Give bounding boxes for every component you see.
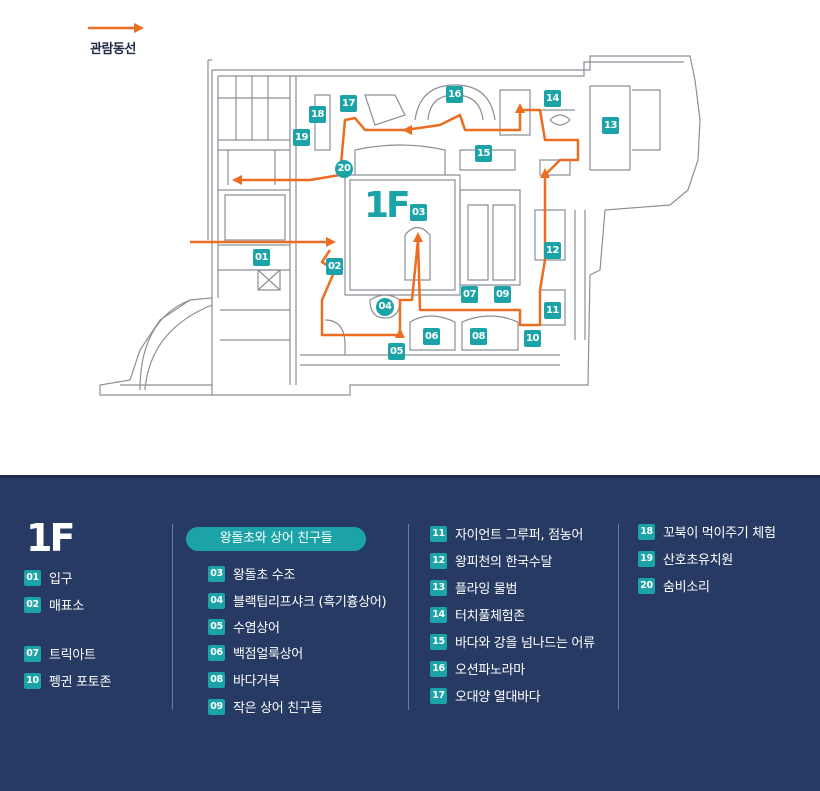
map-marker-16[interactable]: 16 xyxy=(446,86,463,103)
map-marker-13[interactable]: 13 xyxy=(602,117,619,134)
column-divider xyxy=(408,524,409,710)
column-divider xyxy=(618,524,619,710)
route-legend-label: 관람동선 xyxy=(90,42,136,57)
map-marker-01[interactable]: 01 xyxy=(253,249,270,266)
map-floor-label: 1F xyxy=(364,185,411,226)
column-divider xyxy=(172,524,173,710)
map-marker-20[interactable]: 20 xyxy=(335,160,353,178)
map-marker-04[interactable]: 04 xyxy=(376,298,394,316)
map-marker-18[interactable]: 18 xyxy=(309,106,326,123)
map-marker-02[interactable]: 02 xyxy=(326,258,343,275)
map-marker-05[interactable]: 05 xyxy=(388,343,405,360)
floor-title: 1F xyxy=(26,516,75,560)
map-marker-09[interactable]: 09 xyxy=(494,286,511,303)
map-marker-07[interactable]: 07 xyxy=(461,286,478,303)
map-marker-03[interactable]: 03 xyxy=(410,204,427,221)
map-marker-14[interactable]: 14 xyxy=(544,90,561,107)
map-marker-11[interactable]: 11 xyxy=(544,302,561,319)
group-pill: 왕돌초와 상어 친구들 xyxy=(186,527,366,551)
map-marker-17[interactable]: 17 xyxy=(340,95,357,112)
map-marker-19[interactable]: 19 xyxy=(293,129,310,146)
building-walls xyxy=(99,55,701,396)
map-marker-08[interactable]: 08 xyxy=(470,328,487,345)
floor-map: 관람동선 1F 01 02 03 04 05 06 07 08 09 10 11… xyxy=(88,23,701,396)
route-arrowheads xyxy=(232,103,550,338)
map-marker-06[interactable]: 06 xyxy=(423,328,440,345)
floor-plan-drawing xyxy=(99,55,701,396)
map-marker-12[interactable]: 12 xyxy=(544,242,561,259)
map-marker-10[interactable]: 10 xyxy=(524,330,541,347)
route-legend-arrow-icon xyxy=(88,23,144,33)
map-marker-15[interactable]: 15 xyxy=(475,145,492,162)
